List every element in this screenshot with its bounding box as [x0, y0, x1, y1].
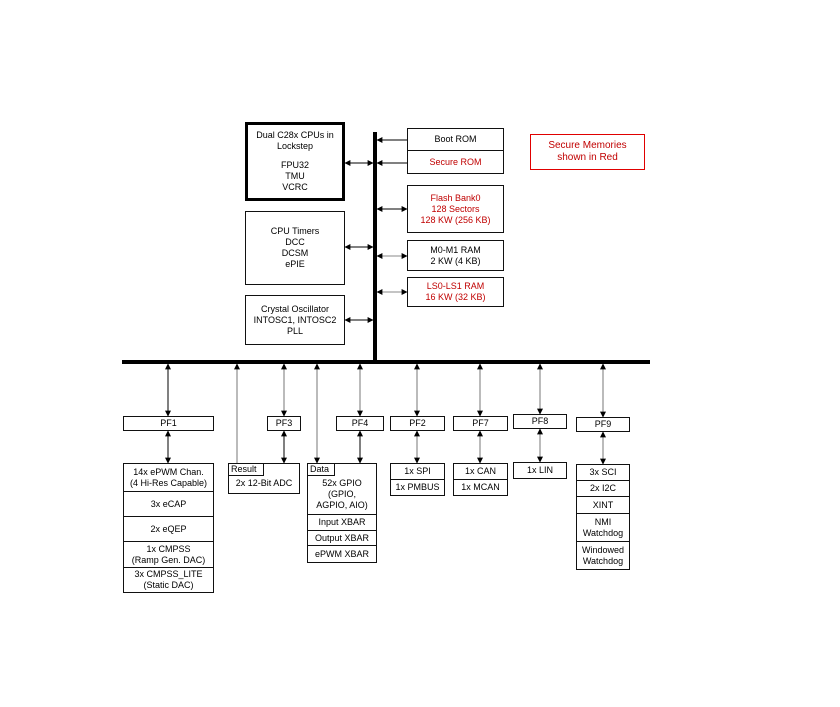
- cpu-block: Dual C28x CPUs in Lockstep FPU32 TMU VCR…: [245, 122, 345, 201]
- pf2-peripherals: 1x SPI 1x PMBUS: [390, 463, 445, 496]
- legend-line: shown in Red: [557, 152, 618, 163]
- timers-line: ePIE: [285, 259, 305, 269]
- pf1-peripherals: 14x ePWM Chan.(4 Hi-Res Capable) 3x eCAP…: [123, 463, 214, 593]
- pf2-frame: PF2: [390, 416, 445, 431]
- eqep-cell: 2x eQEP: [124, 517, 213, 542]
- osc-line: INTOSC1, INTOSC2: [253, 314, 337, 325]
- m0m1-ram-block: M0-M1 RAM 2 KW (4 KB): [407, 240, 504, 271]
- cmpss-cell: 1x CMPSS(Ramp Gen. DAC): [124, 542, 213, 568]
- ls-line: 16 KW (32 KB): [425, 292, 486, 302]
- pf4-frame: PF4: [336, 416, 384, 431]
- spi-cell: 1x SPI: [391, 464, 444, 480]
- osc-line: PLL: [286, 325, 303, 336]
- m0m1-line: M0-M1 RAM: [430, 244, 481, 255]
- ls-ram-block: LS0-LS1 RAM 16 KW (32 KB): [407, 277, 504, 307]
- output-xbar-cell: Output XBAR: [308, 531, 376, 547]
- lin-block: 1x LIN: [513, 462, 567, 479]
- pf9-frame: PF9: [576, 417, 630, 432]
- flash-bank0-block: Flash Bank0 128 Sectors 128 KW (256 KB): [407, 185, 504, 233]
- data-tag: Data: [307, 463, 335, 476]
- gpio-cell: 52x GPIO(GPIO,AGPIO, AIO): [308, 464, 376, 516]
- secure-legend: Secure Memories shown in Red: [530, 134, 645, 170]
- pmbus-cell: 1x PMBUS: [395, 481, 440, 492]
- timers-line: DCC: [285, 237, 305, 247]
- ls-line: LS0-LS1 RAM: [426, 281, 485, 291]
- flash-line: Flash Bank0: [430, 192, 481, 203]
- boot-rom: Boot ROM: [408, 129, 503, 151]
- timers-block: CPU Timers DCC DCSM ePIE: [245, 211, 345, 285]
- cpu-line: VCRC: [282, 182, 308, 192]
- i2c-cell: 2x I2C: [577, 481, 629, 497]
- sci-cell: 3x SCI: [577, 465, 629, 481]
- flash-line: 128 KW (256 KB): [420, 214, 491, 225]
- pf3-frame: PF3: [267, 416, 301, 431]
- adc-label: 2x 12-Bit ADC: [235, 478, 293, 488]
- flash-line: 128 Sectors: [431, 203, 480, 214]
- m0m1-line: 2 KW (4 KB): [430, 255, 481, 266]
- pf4-peripherals: 52x GPIO(GPIO,AGPIO, AIO) Input XBAR Out…: [307, 463, 377, 563]
- legend-line: Secure Memories: [548, 140, 627, 151]
- epwm-cell: 14x ePWM Chan.(4 Hi-Res Capable): [124, 464, 213, 492]
- oscillator-block: Crystal Oscillator INTOSC1, INTOSC2 PLL: [245, 295, 345, 345]
- pf7-peripherals: 1x CAN 1x MCAN: [453, 463, 508, 496]
- cpu-line: FPU32: [280, 160, 309, 170]
- cpu-line: Dual C28x CPUs in: [256, 130, 334, 140]
- pf8-frame: PF8: [513, 414, 567, 429]
- can-cell: 1x CAN: [454, 464, 507, 480]
- cmpss-lite-cell: 3x CMPSS_LITE(Static DAC): [134, 569, 203, 590]
- pf1-frame: PF1: [123, 416, 214, 431]
- rom-block: Boot ROM Secure ROM: [407, 128, 504, 174]
- osc-line: Crystal Oscillator: [260, 303, 329, 314]
- timers-line: CPU Timers: [270, 226, 320, 236]
- cpu-line: TMU: [285, 171, 305, 181]
- timers-line: DCSM: [281, 248, 309, 258]
- epwm-xbar-cell: ePWM XBAR: [314, 548, 369, 559]
- xint-cell: XINT: [577, 497, 629, 514]
- cpu-line: Lockstep: [276, 141, 314, 151]
- result-tag: Result: [228, 463, 264, 476]
- secure-rom: Secure ROM: [429, 156, 482, 167]
- ecap-cell: 3x eCAP: [124, 492, 213, 517]
- mcan-cell: 1x MCAN: [461, 481, 500, 492]
- pf7-frame: PF7: [453, 416, 508, 431]
- input-xbar-cell: Input XBAR: [308, 515, 376, 531]
